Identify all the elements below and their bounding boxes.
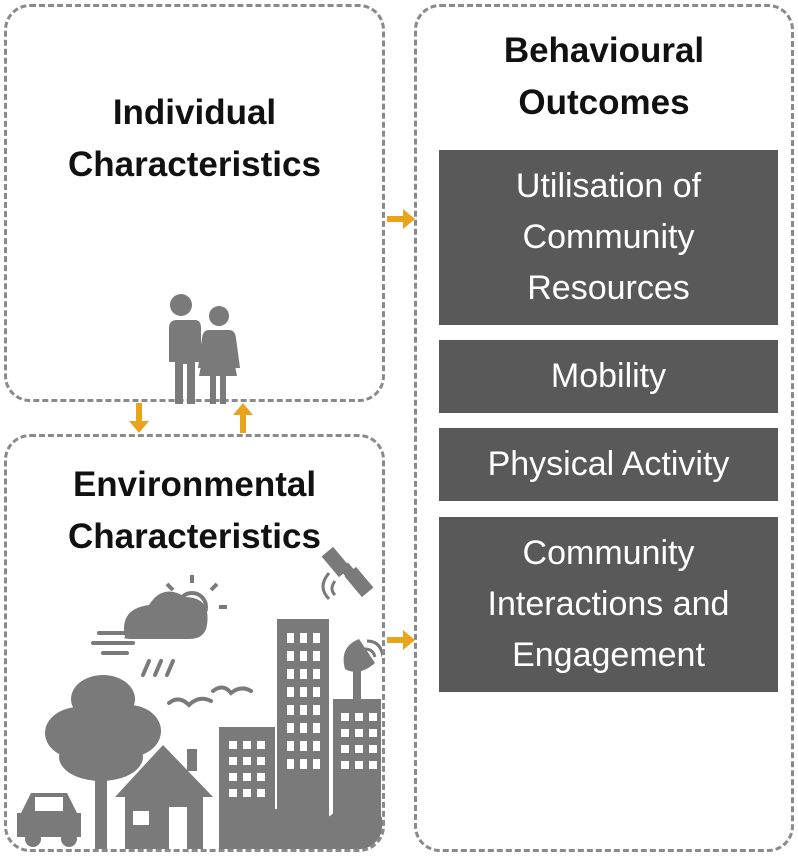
car-icon: [17, 793, 81, 847]
birds-icon: [167, 685, 253, 708]
environmental-characteristics-panel: Environmental Characteristics: [4, 434, 385, 852]
outcome-line: Physical Activity: [487, 445, 730, 483]
individual-title-line1: Individual: [112, 93, 277, 132]
behavioural-outcomes-panel: Behavioural Outcomes Utilisation of Comm…: [414, 4, 794, 852]
city-illustration: [17, 546, 382, 849]
outcome-line: Engagement: [512, 636, 705, 674]
outcome-line: Interactions and: [487, 585, 730, 623]
outcome-line: Community: [522, 218, 695, 256]
people-icon: [167, 294, 240, 404]
outcome-box-community-interactions: Community Interactions and Engagement: [439, 517, 778, 692]
outcomes-title: Behavioural Outcomes: [417, 25, 791, 129]
outcome-box-physical-activity: Physical Activity: [439, 428, 778, 501]
outcome-line: Resources: [527, 269, 690, 307]
arrow-down-icon: [129, 403, 149, 433]
individual-title: Individual Characteristics: [7, 87, 382, 191]
outcomes-title-line2: Outcomes: [518, 83, 690, 122]
satellite-icon: [321, 546, 374, 601]
house-icon: [115, 745, 213, 849]
individual-characteristics-panel: Individual Characteristics: [4, 4, 385, 404]
outcome-line: Mobility: [550, 357, 667, 395]
environmental-title: Environmental Characteristics: [7, 459, 382, 563]
arrow-right-icon: [387, 209, 415, 229]
individual-title-line2: Characteristics: [68, 145, 321, 184]
dish-icon: [343, 639, 382, 701]
weather-icon: [91, 575, 227, 677]
arrow-right-icon: [387, 630, 415, 650]
outcomes-title-line1: Behavioural: [503, 31, 705, 70]
outcome-box-mobility: Mobility: [439, 340, 778, 413]
tree-icon: [45, 675, 161, 849]
buildings-icon: [219, 619, 382, 849]
outcome-line: Community: [522, 534, 695, 572]
environmental-title-line2: Characteristics: [68, 517, 321, 556]
arrow-up-icon: [233, 403, 253, 433]
environmental-title-line1: Environmental: [72, 465, 317, 504]
outcome-box-community-resources: Utilisation of Community Resources: [439, 150, 778, 325]
outcome-line: Utilisation of: [515, 167, 702, 205]
